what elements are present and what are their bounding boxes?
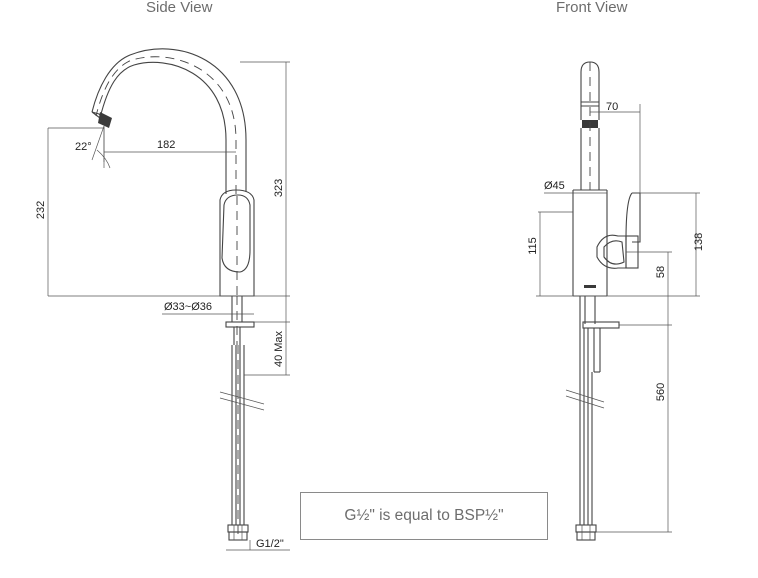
side-view-title: Side View xyxy=(146,0,213,16)
side-hoses xyxy=(219,345,265,541)
front-hoses xyxy=(565,296,605,541)
side-dimension-lines xyxy=(47,61,290,551)
front-body xyxy=(572,189,608,297)
dim-spout-reach: 182 xyxy=(157,139,175,151)
dim-hose-length: 560 xyxy=(655,383,667,401)
dim-spout-angle: 22° xyxy=(75,141,92,153)
dim-body-diameter: Ø45 xyxy=(544,180,565,192)
dim-spout-height: 232 xyxy=(35,201,47,219)
front-view-title: Front View xyxy=(556,0,628,16)
front-dimension-lines xyxy=(536,104,700,533)
side-view-drawing: 22° 182 323 232 Ø33~Ø36 40 Max G1/2" xyxy=(35,48,290,551)
thread-note-text: G½" is equal to BSP½" xyxy=(344,507,504,524)
front-view-drawing: 70 Ø45 115 138 58 560 xyxy=(527,61,705,541)
side-shank xyxy=(225,296,255,345)
thread-note-box: G½" is equal to BSP½" xyxy=(300,492,548,540)
dim-spout-tip-offset: 70 xyxy=(606,101,618,113)
dim-thread: G1/2" xyxy=(256,538,284,550)
front-spout xyxy=(580,61,600,190)
dim-total-height: 323 xyxy=(273,179,285,197)
side-spout xyxy=(91,48,247,194)
dim-lever-axis-height: 58 xyxy=(655,266,667,278)
dim-deck-thickness: 40 Max xyxy=(273,330,285,367)
front-lever xyxy=(596,192,641,269)
dim-body-height: 115 xyxy=(527,237,539,255)
side-body xyxy=(219,189,255,297)
dim-lever-height: 138 xyxy=(693,233,705,251)
dim-hole-diameter: Ø33~Ø36 xyxy=(164,301,212,313)
angle-indicator xyxy=(91,125,111,169)
